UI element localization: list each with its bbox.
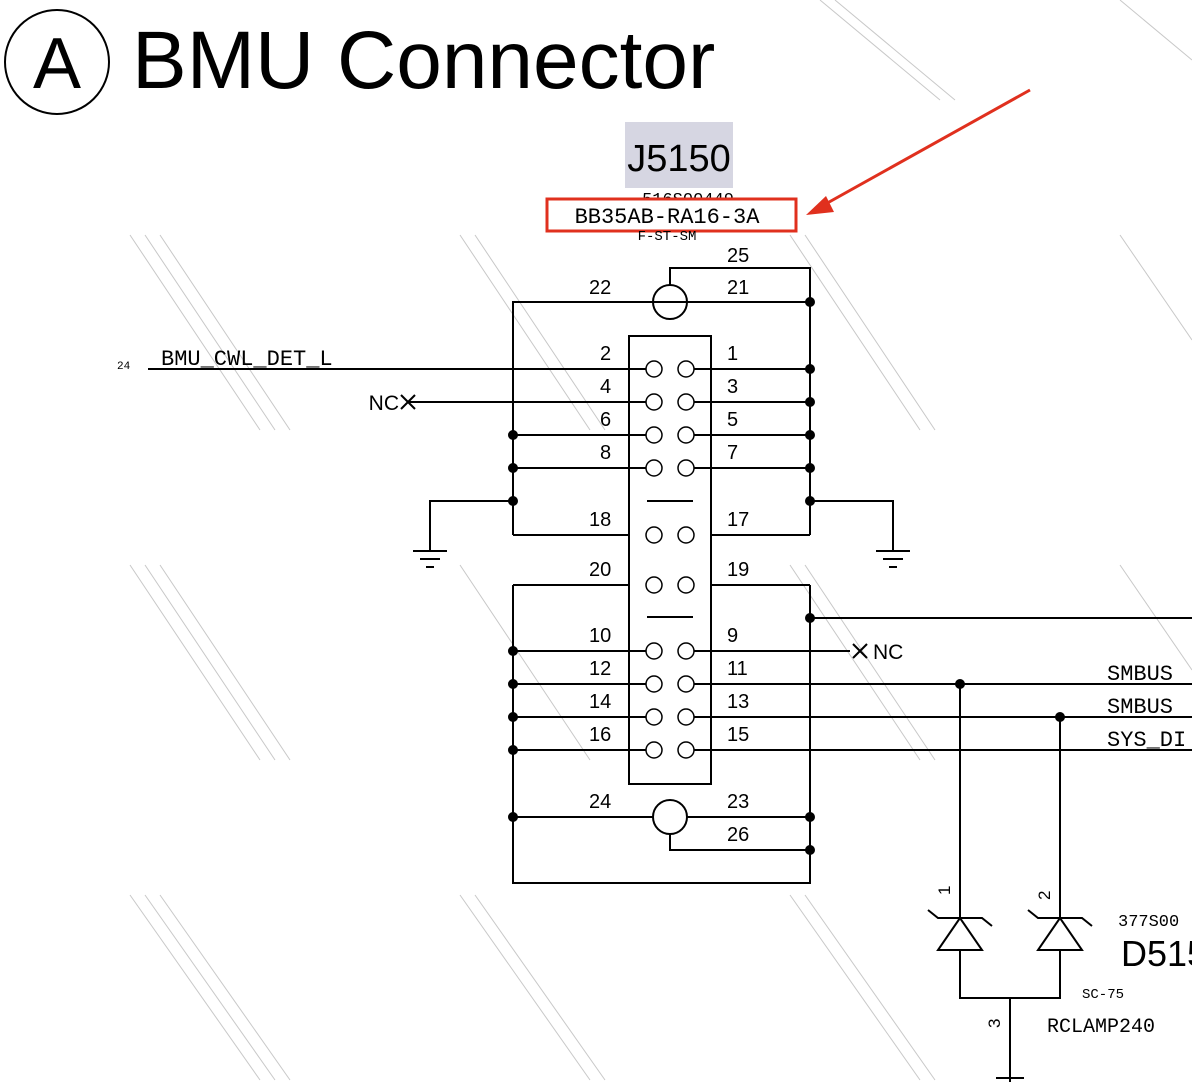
diode-part: RCLAMP240 bbox=[1047, 1016, 1155, 1039]
diode-pin-1: 1 bbox=[935, 886, 954, 895]
pin-number: 20 bbox=[589, 559, 611, 581]
pin-number: 3 bbox=[727, 376, 738, 398]
nc-label-pin9: NC bbox=[873, 641, 903, 664]
pin-number: 12 bbox=[589, 658, 611, 680]
pin-number: 19 bbox=[727, 559, 749, 581]
diode-refdes: D515 bbox=[1121, 933, 1192, 974]
net-labels: 24 BMU_CWL_DET_L SMBUS SMBUS SYS_DI bbox=[117, 347, 1186, 753]
pin-number: 22 bbox=[589, 277, 611, 299]
pin-number: 13 bbox=[727, 691, 749, 713]
net-label-sys-det: SYS_DI bbox=[1107, 728, 1186, 753]
connector-package: F-ST-SM bbox=[638, 229, 697, 245]
pin-number: 4 bbox=[600, 376, 611, 398]
diode-symbol-2 bbox=[1036, 916, 1084, 951]
diode-pin-2: 2 bbox=[1035, 891, 1054, 900]
page-title: BMU Connector bbox=[132, 15, 715, 106]
pin-number: 16 bbox=[589, 724, 611, 746]
nc-marker-pin9: NC bbox=[852, 641, 903, 664]
pin-number: 7 bbox=[727, 442, 738, 464]
pin-number: 2 bbox=[600, 343, 611, 365]
pin-number: 8 bbox=[600, 442, 611, 464]
pin-number: 17 bbox=[727, 509, 749, 531]
pin-number: 26 bbox=[727, 824, 749, 846]
section-letter-circle bbox=[4, 9, 110, 115]
nc-label-pin4: NC bbox=[369, 392, 399, 415]
ground-symbol-left bbox=[413, 550, 447, 568]
pin-number: 11 bbox=[727, 658, 748, 680]
pin-number: 1 bbox=[727, 343, 738, 365]
junction-dots bbox=[508, 297, 1065, 855]
pin-number: 10 bbox=[589, 625, 611, 647]
diode-pin-3: 3 bbox=[985, 1019, 1004, 1028]
diode-symbol-1 bbox=[936, 916, 984, 951]
section-title: A BMU Connector bbox=[4, 9, 715, 115]
refdes-highlight bbox=[625, 122, 733, 188]
ground-symbol-right bbox=[876, 550, 910, 568]
net-label-smbus-2: SMBUS bbox=[1107, 695, 1173, 720]
pin-number: 15 bbox=[727, 724, 749, 746]
connector-labels: J5150 516S00449 BB35AB-RA16-3A F-ST-SM bbox=[545, 122, 798, 245]
pin-number: 5 bbox=[727, 409, 738, 431]
diode-apn: 377S00 bbox=[1118, 913, 1179, 932]
pin-number: 24 bbox=[589, 791, 611, 813]
connector-body bbox=[512, 267, 811, 884]
pin-number: 14 bbox=[589, 691, 611, 713]
pin-number: 21 bbox=[727, 277, 749, 299]
nc-marker-pin4: NC bbox=[369, 392, 416, 415]
net-label-bmu-cwl-det: BMU_CWL_DET_L bbox=[161, 347, 333, 372]
pin-numbers: 25 22 21 2 1 4 3 6 5 8 7 18 17 20 19 10 … bbox=[589, 245, 749, 846]
background-hatching bbox=[129, 0, 1192, 1081]
diode-package: SC-75 bbox=[1082, 987, 1124, 1003]
part-number-highlight-box bbox=[545, 197, 798, 233]
callout-arrow bbox=[806, 88, 1031, 215]
pin-number: 23 bbox=[727, 791, 749, 813]
pin-number: 18 bbox=[589, 509, 611, 531]
tvs-diode-array: 1 2 3 377S00 D515 SC-75 RCLAMP240 bbox=[927, 684, 1192, 1082]
pin-number: 25 bbox=[727, 245, 749, 267]
pin-number: 6 bbox=[600, 409, 611, 431]
pin-contacts bbox=[645, 360, 695, 759]
connector-part-number: BB35AB-RA16-3A bbox=[575, 205, 761, 230]
pin-wires bbox=[148, 368, 1192, 751]
net-label-smbus-1: SMBUS bbox=[1107, 662, 1173, 687]
section-letter: A bbox=[33, 24, 81, 104]
net-page-ref: 24 bbox=[117, 361, 131, 373]
connector-refdes: J5150 bbox=[627, 138, 731, 180]
pin-number: 9 bbox=[727, 625, 738, 647]
